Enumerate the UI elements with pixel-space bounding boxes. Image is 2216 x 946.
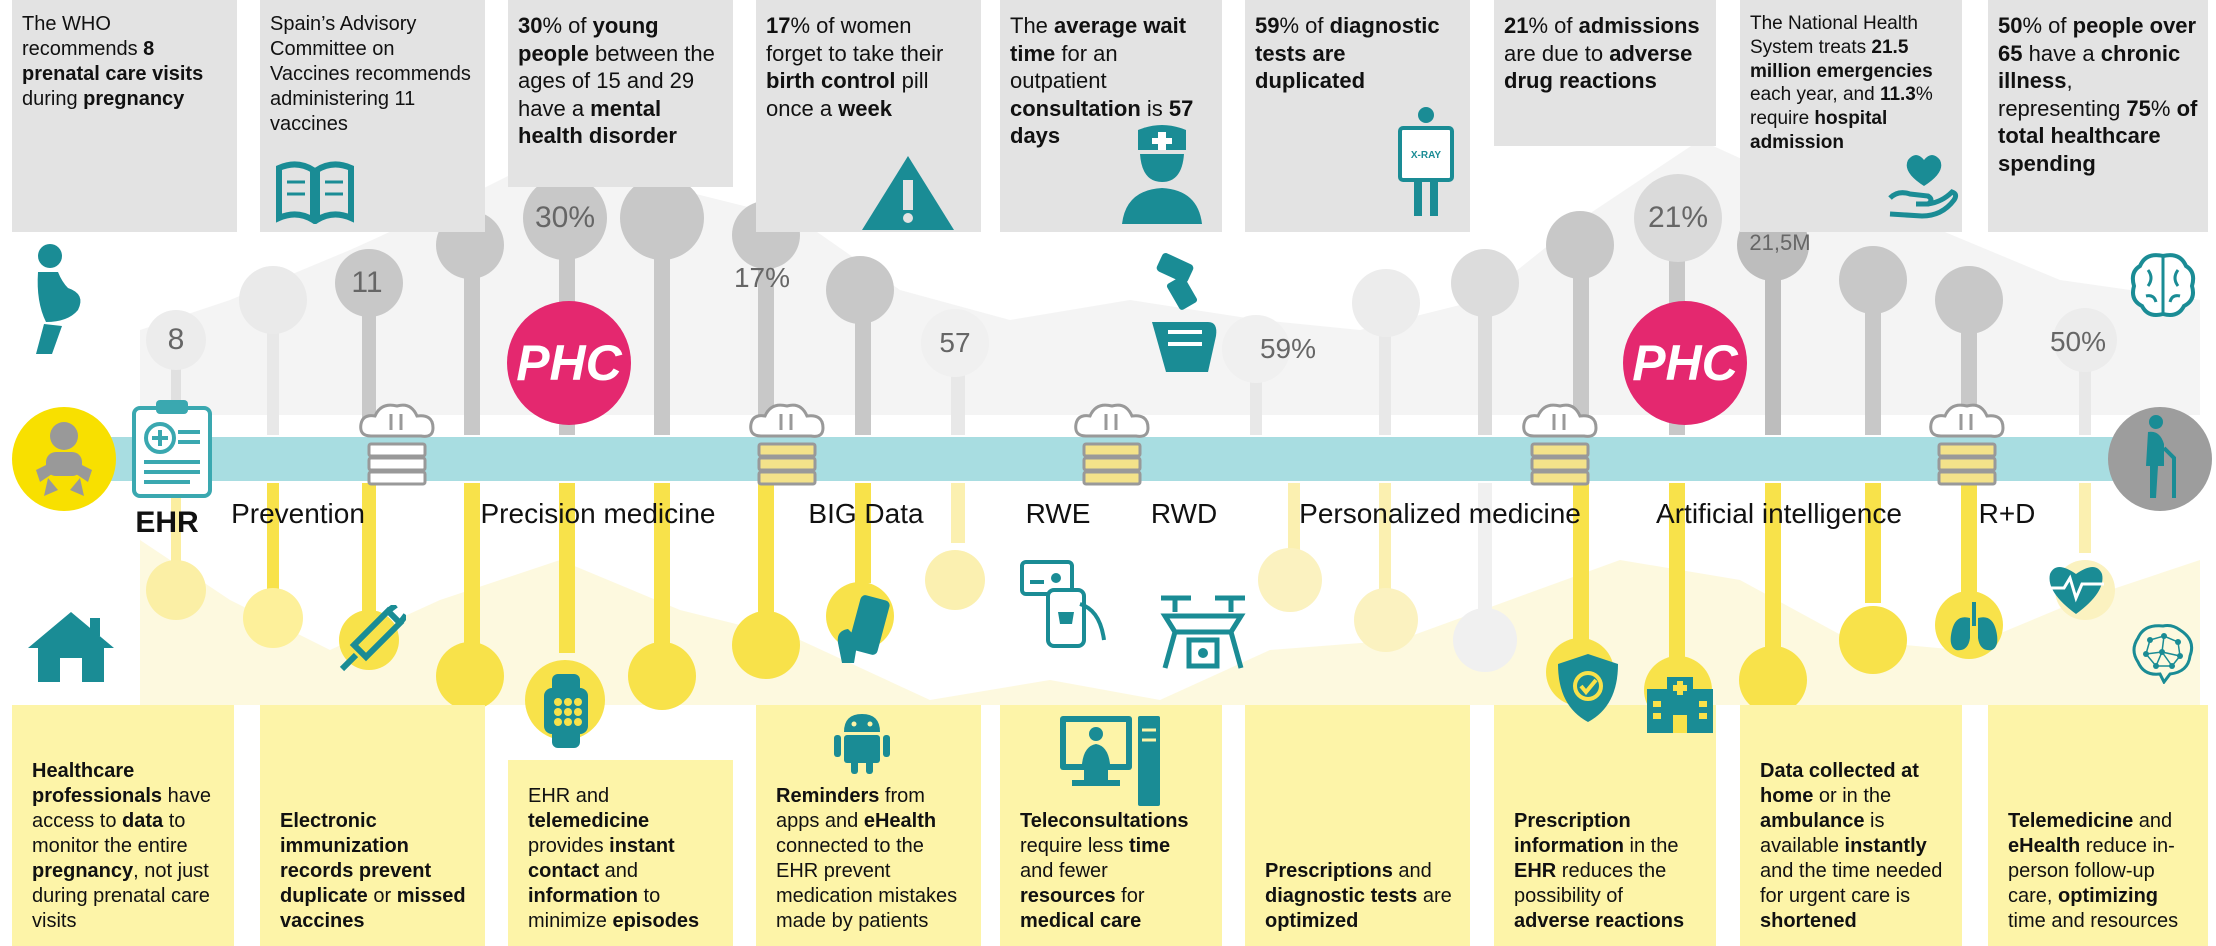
bubble-30: 30% [534, 201, 596, 234]
grey-pins [146, 174, 2117, 435]
cloud-server-icon [1929, 403, 2005, 486]
shield-check-icon [1558, 654, 1618, 722]
fact-box-bottom-2: Electronic immunization records prevent … [260, 705, 485, 946]
fact-text: Electronic immunization records prevent … [280, 810, 466, 932]
cloud-server-icon [359, 403, 435, 486]
fact-box-top-4: 17% of women forget to take their birth … [756, 0, 981, 232]
fact-text: The WHO recommends 8 prenatal care visit… [22, 13, 204, 110]
label-rwd: RWD [1150, 498, 1218, 529]
fact-text: 21% of admissions are due to adverse dru… [1504, 13, 1700, 93]
fact-text: Telemedicine and eHealth reduce in-perso… [2008, 810, 2179, 932]
hospital-icon [1647, 677, 1713, 733]
fact-box-bottom-6: Prescriptions and diagnostic tests are o… [1245, 705, 1470, 946]
android-icon [834, 714, 890, 774]
fact-text: Prescriptions and diagnostic tests are o… [1265, 860, 1452, 932]
cloud-server-icon [1522, 403, 1598, 486]
fact-text: 30% of young people between the ages of … [518, 13, 715, 148]
fact-box-top-5: The average wait time for an outpatient … [1000, 0, 1222, 232]
fact-text: The average wait time for an outpatient … [1010, 13, 1194, 148]
fact-box-top-9: 50% of people over 65 have a chronic ill… [1988, 0, 2208, 232]
fact-box-top-3: 30% of young people between the ages of … [508, 0, 733, 187]
bubble-57: 57 [939, 327, 971, 358]
phc-badge-right: PHC [1623, 301, 1747, 425]
bubble-21: 21% [1647, 201, 1709, 234]
fact-box-bottom-3: EHR and telemedicine provides instant co… [508, 760, 733, 946]
fact-box-bottom-9: Telemedicine and eHealth reduce in-perso… [1988, 705, 2208, 946]
fact-text: Prescription information in the EHR redu… [1514, 810, 1685, 932]
fact-text: EHR and telemedicine provides instant co… [528, 785, 700, 932]
fact-box-bottom-5: Teleconsultations require less time and … [1000, 705, 1222, 946]
brain-icon [2130, 253, 2196, 317]
fact-text: Spain’s Advisory Committee on Vaccines r… [270, 13, 471, 135]
label-ehr: EHR [135, 506, 199, 539]
hand-heart-icon [1888, 155, 1959, 219]
elderly-person-icon [2146, 415, 2176, 498]
fact-box-top-8: The National Health System treats 21.5 m… [1740, 0, 1962, 232]
label-precision-medicine: Precision medicine [480, 498, 716, 529]
pregnant-woman-icon [36, 244, 81, 354]
fact-text: 59% of diagnostic tests are duplicated [1255, 13, 1440, 93]
brain-network-icon [2132, 624, 2194, 684]
smartwatch-icon [544, 674, 588, 748]
fact-text: 17% of women forget to take their birth … [766, 13, 944, 121]
baby-icon [36, 422, 92, 496]
label-big-data: BIG Data [808, 498, 924, 529]
payment-phone-icon [1020, 560, 1106, 648]
fact-text: Reminders from apps and eHealth connecte… [776, 785, 958, 932]
drone-icon [1160, 595, 1246, 669]
fact-text: Teleconsultations require less time and … [1020, 810, 1189, 932]
telemedicine-computer-icon [1060, 716, 1160, 806]
bubble-8: 8 [167, 323, 185, 356]
cloud-server-icon [1074, 403, 1150, 486]
label-artificial-intelligence: Artificial intelligence [1656, 498, 1902, 529]
fact-box-bottom-8: Data collected at home or in the ambulan… [1740, 705, 1962, 946]
label-personalized-medicine: Personalized medicine [1299, 498, 1581, 529]
heart-monitor-icon [2048, 567, 2104, 614]
fact-box-bottom-1: Healthcare professionals have access to … [12, 705, 234, 946]
smartphone-icon [837, 595, 890, 663]
fact-text: Healthcare professionals have access to … [32, 760, 211, 932]
fact-box-top-7: 21% of admissions are due to adverse dru… [1494, 0, 1716, 146]
label-rwe: RWE [1025, 498, 1091, 529]
fact-text: 50% of people over 65 have a chronic ill… [1998, 13, 2198, 176]
cloud-server-icon [749, 403, 825, 486]
fact-text: The National Health System treats 21.5 m… [1750, 13, 1933, 153]
fact-box-bottom-7: Prescription information in the EHR redu… [1494, 705, 1716, 946]
svg-text:X-RAY: X-RAY [1411, 150, 1442, 161]
book-icon [276, 161, 354, 224]
syringe-icon [339, 605, 406, 672]
bubble-17: 17% [733, 262, 791, 293]
clipboard-ehr-icon [132, 400, 212, 498]
lungs-icon [1950, 602, 1998, 651]
hand-pills-icon [1152, 253, 1217, 372]
label-prevention: Prevention [231, 498, 365, 529]
bubble-50: 50% [2049, 326, 2107, 357]
warning-icon [862, 156, 954, 230]
bubble-21-5m: 21,5M [1749, 230, 1811, 255]
nurse-icon [1122, 125, 1202, 224]
house-icon [28, 612, 114, 682]
label-rd: R+D [1978, 498, 2036, 529]
bubble-59: 59% [1259, 333, 1317, 364]
bubble-11: 11 [351, 266, 383, 299]
fact-text: Data collected at home or in the ambulan… [1760, 760, 1943, 932]
fact-box-top-1: The WHO recommends 8 prenatal care visit… [12, 0, 237, 232]
phc-badge-left: PHC [507, 301, 631, 425]
xray-person-icon: X-RAY [1398, 107, 1454, 216]
